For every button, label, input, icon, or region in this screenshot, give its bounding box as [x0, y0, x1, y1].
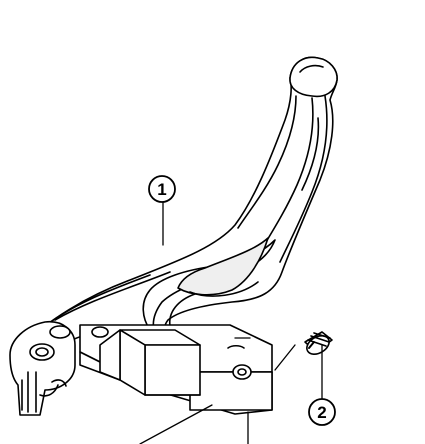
set-screw — [304, 331, 333, 355]
lever-arm — [19, 56, 338, 361]
callout-2: 2 — [308, 398, 336, 426]
callout-1: 1 — [148, 175, 176, 203]
center-boss — [99, 329, 201, 396]
callout-2-label: 2 — [317, 403, 326, 422]
pivot-mount — [9, 320, 76, 416]
callout-1-label: 1 — [157, 180, 166, 199]
leader-lines — [139, 201, 323, 444]
